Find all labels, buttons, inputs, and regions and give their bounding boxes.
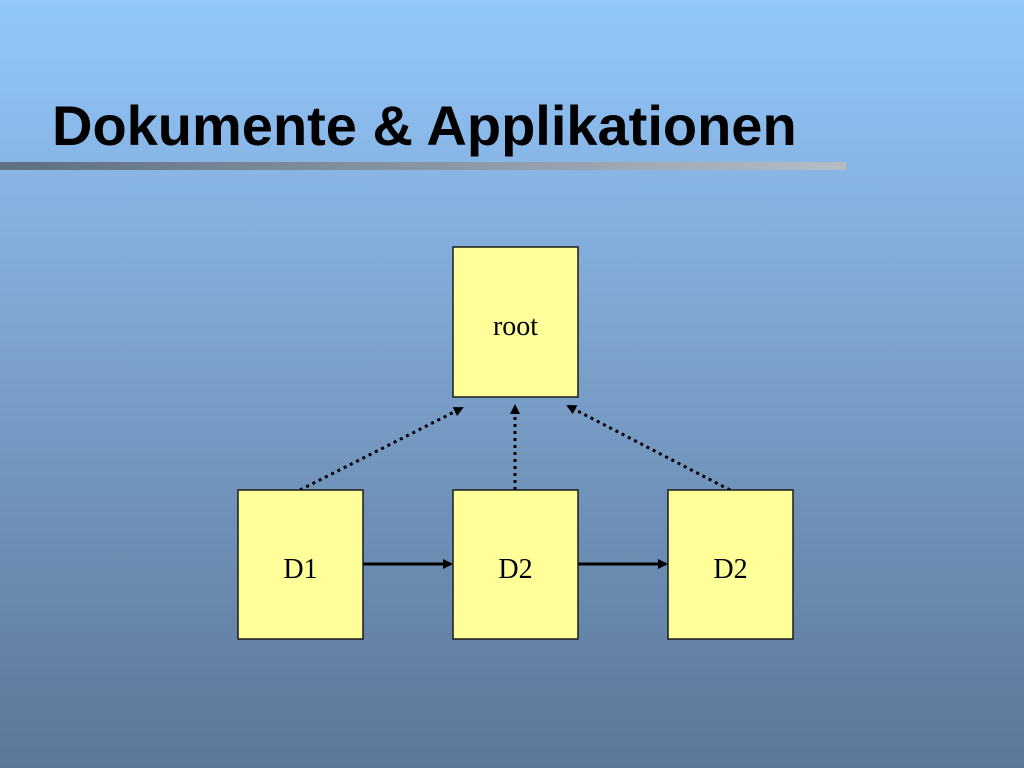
slide-title: Dokumente & Applikationen	[52, 94, 797, 157]
node-root-label: root	[493, 311, 538, 342]
node-d1-box	[237, 489, 364, 640]
edge-d1-to-root	[299, 406, 464, 492]
title-underline	[0, 162, 846, 170]
node-d2b-label: D2	[713, 554, 747, 585]
edge-d2b-to-root	[566, 404, 731, 492]
node-root: root	[452, 246, 579, 398]
node-d2a-label: D2	[498, 554, 532, 585]
node-d2a: D2	[452, 489, 579, 640]
node-d2b-box	[667, 489, 794, 640]
node-d2b: D2	[667, 489, 794, 640]
node-d2a-box	[452, 489, 579, 640]
node-d1: D1	[237, 489, 364, 640]
node-root-box	[452, 246, 579, 398]
node-d1-label: D1	[283, 554, 317, 585]
